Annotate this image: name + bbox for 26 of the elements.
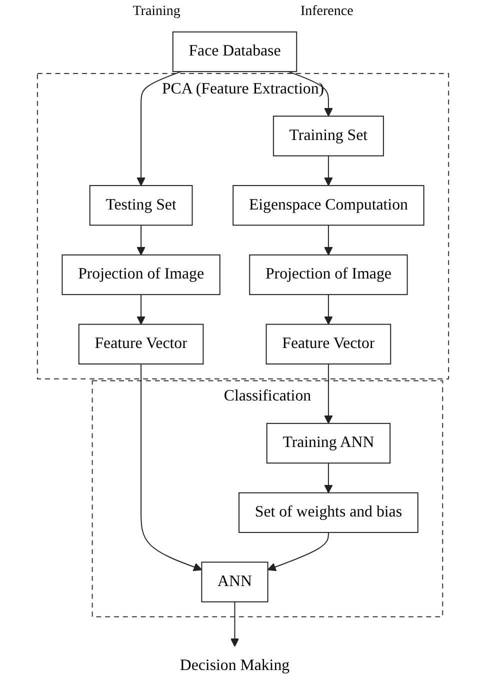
node-box: Feature Vector [78,324,204,364]
node-box: Projection of Image [62,254,220,296]
arrow [136,224,146,256]
arrow [136,294,146,325]
arrow [324,155,333,186]
node-box: Eigenspace Computation [232,185,424,226]
arrow [324,224,333,256]
arrow [267,532,329,572]
node-box: Training Set [272,116,384,156]
node-box: Projection of Image [249,254,408,296]
arrow [230,601,240,647]
node-box: ANN [201,562,268,602]
node-text: Decision Making [180,657,290,674]
arrow [324,462,333,494]
node-box: Feature Vector [266,324,392,364]
node-box: Set of weights and bias [238,492,418,533]
arrow [288,71,333,117]
node-box: Testing Set [89,185,193,226]
arrow [136,71,182,186]
node-box: Training ANN [266,422,391,464]
column-heading: Training [132,4,180,21]
arrow [140,363,202,572]
arrow [324,294,333,325]
arrow [324,363,333,424]
node-box: Face Database [172,31,298,72]
column-heading: Inference [300,4,354,21]
